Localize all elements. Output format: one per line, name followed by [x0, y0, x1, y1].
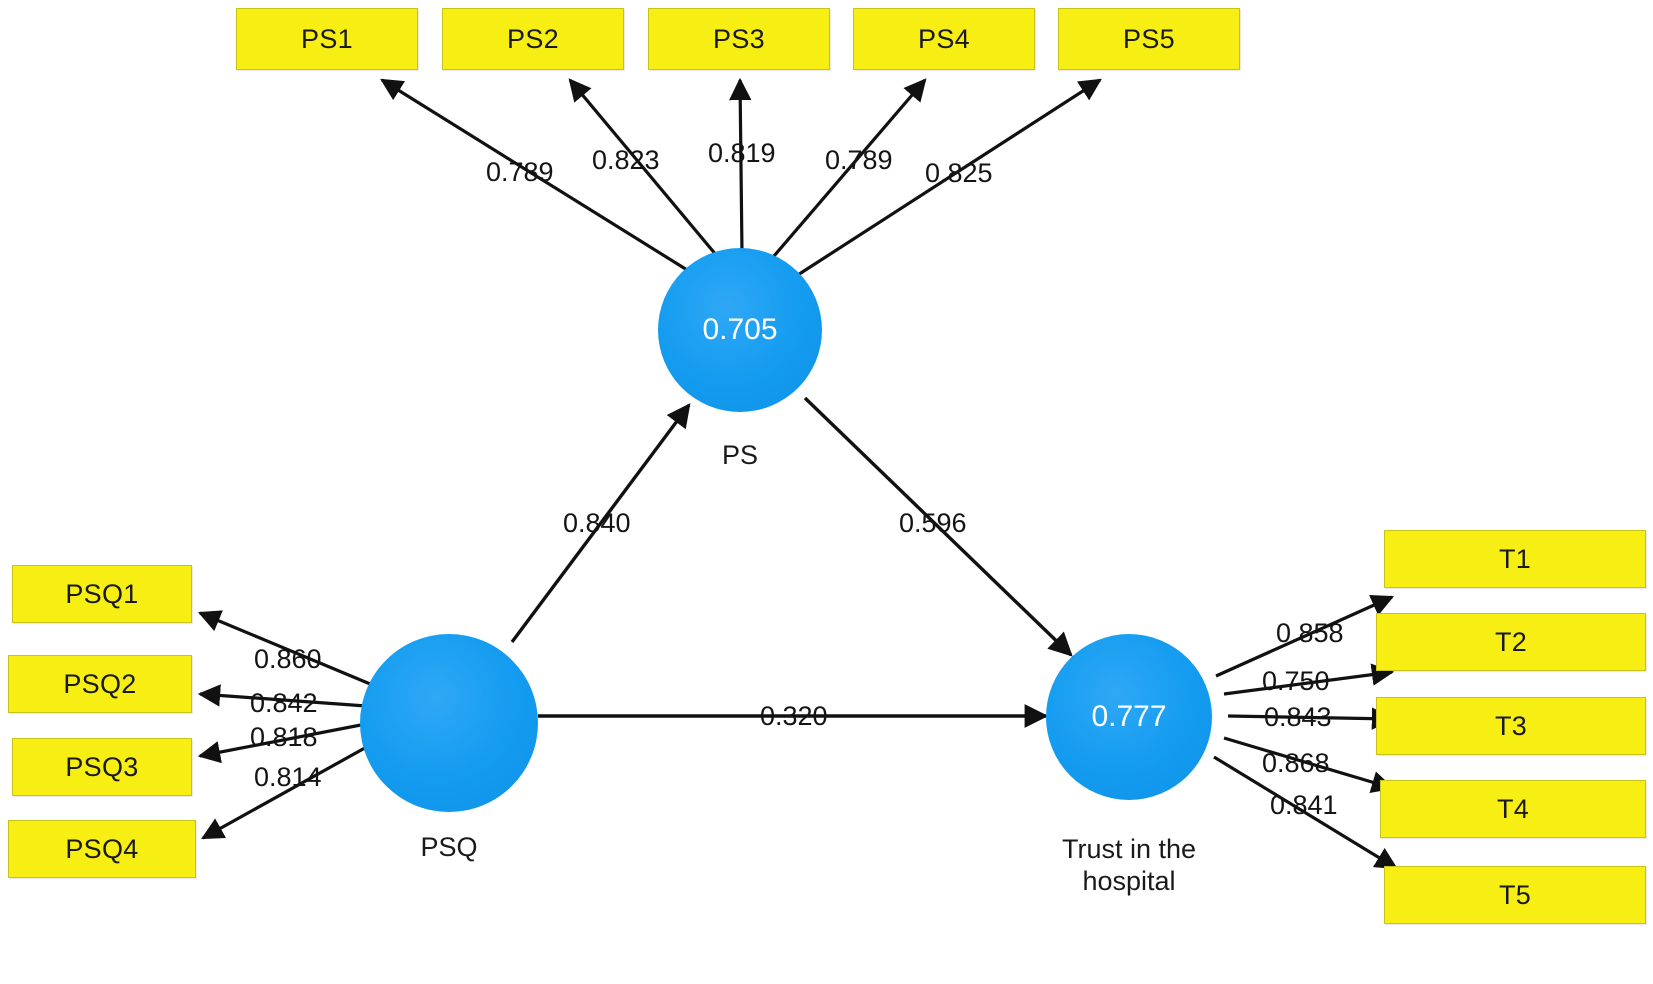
loading-ps1: 0.789 [486, 157, 554, 187]
path-coefficient-psq-trust: 0.320 [760, 701, 828, 731]
loading-psq1: 0.860 [254, 644, 322, 674]
indicator-ps1-label: PS1 [301, 23, 353, 54]
indicator-ps2[interactable]: PS2 [442, 8, 624, 70]
loading-t5: 0.841 [1270, 790, 1338, 820]
indicator-t4-label: T4 [1496, 793, 1530, 824]
indicator-psq1[interactable]: PSQ1 [12, 565, 192, 623]
indicator-psq1-label: PSQ1 [65, 578, 139, 609]
loading-t1: 0.858 [1276, 618, 1344, 648]
indicator-t4[interactable]: T4 [1380, 780, 1646, 838]
indicator-t2[interactable]: T2 [1376, 613, 1646, 671]
indicator-ps2-label: PS2 [507, 23, 559, 54]
indicator-ps1[interactable]: PS1 [236, 8, 418, 70]
indicator-t1[interactable]: T1 [1384, 530, 1646, 588]
loading-psq2: 0.842 [250, 688, 318, 718]
indicator-t5[interactable]: T5 [1384, 866, 1646, 924]
loading-ps5: 0.825 [925, 158, 993, 188]
indicator-ps3-label: PS3 [713, 23, 765, 54]
indicator-t1-label: T1 [1498, 543, 1532, 574]
indicator-ps5-label: PS5 [1123, 23, 1175, 54]
indicator-ps5[interactable]: PS5 [1058, 8, 1240, 70]
loading-ps2: 0.823 [592, 145, 660, 175]
indicator-psq4-label: PSQ4 [65, 833, 139, 864]
loading-psq3: 0.818 [250, 722, 318, 752]
path-coefficient-ps-trust: 0.596 [899, 508, 967, 538]
indicator-t3-label: T3 [1494, 710, 1528, 741]
latent-trust-label: Trust in the hospital [1061, 834, 1197, 896]
indicator-t3[interactable]: T3 [1376, 697, 1646, 755]
latent-ps-value: 0.705 [702, 313, 778, 346]
indicator-ps4[interactable]: PS4 [853, 8, 1035, 70]
indicator-psq2[interactable]: PSQ2 [8, 655, 192, 713]
indicator-psq4[interactable]: PSQ4 [8, 820, 196, 878]
indicator-t2-label: T2 [1494, 626, 1528, 657]
latent-psq-label: PSQ [420, 832, 478, 862]
latent-psq[interactable] [360, 634, 538, 812]
loading-ps4: 0.789 [825, 145, 893, 175]
indicator-t5-label: T5 [1498, 879, 1532, 910]
indicator-psq3[interactable]: PSQ3 [12, 738, 192, 796]
latent-trust-value: 0.777 [1091, 700, 1167, 733]
loading-ps3: 0.819 [708, 138, 776, 168]
latent-trust[interactable]: 0.777 [1046, 634, 1212, 800]
indicator-ps3[interactable]: PS3 [648, 8, 830, 70]
loading-psq4: 0.814 [254, 762, 322, 792]
latent-ps-label: PS [721, 440, 759, 470]
loading-t3: 0.843 [1264, 702, 1332, 732]
indicator-psq2-label: PSQ2 [63, 668, 137, 699]
latent-ps[interactable]: 0.705 [658, 248, 822, 412]
loading-t2: 0.750 [1262, 666, 1330, 696]
path-coefficient-psq-ps: 0.840 [563, 508, 631, 538]
loading-t4: 0.868 [1262, 748, 1330, 778]
indicator-psq3-label: PSQ3 [65, 751, 139, 782]
indicator-ps4-label: PS4 [918, 23, 970, 54]
